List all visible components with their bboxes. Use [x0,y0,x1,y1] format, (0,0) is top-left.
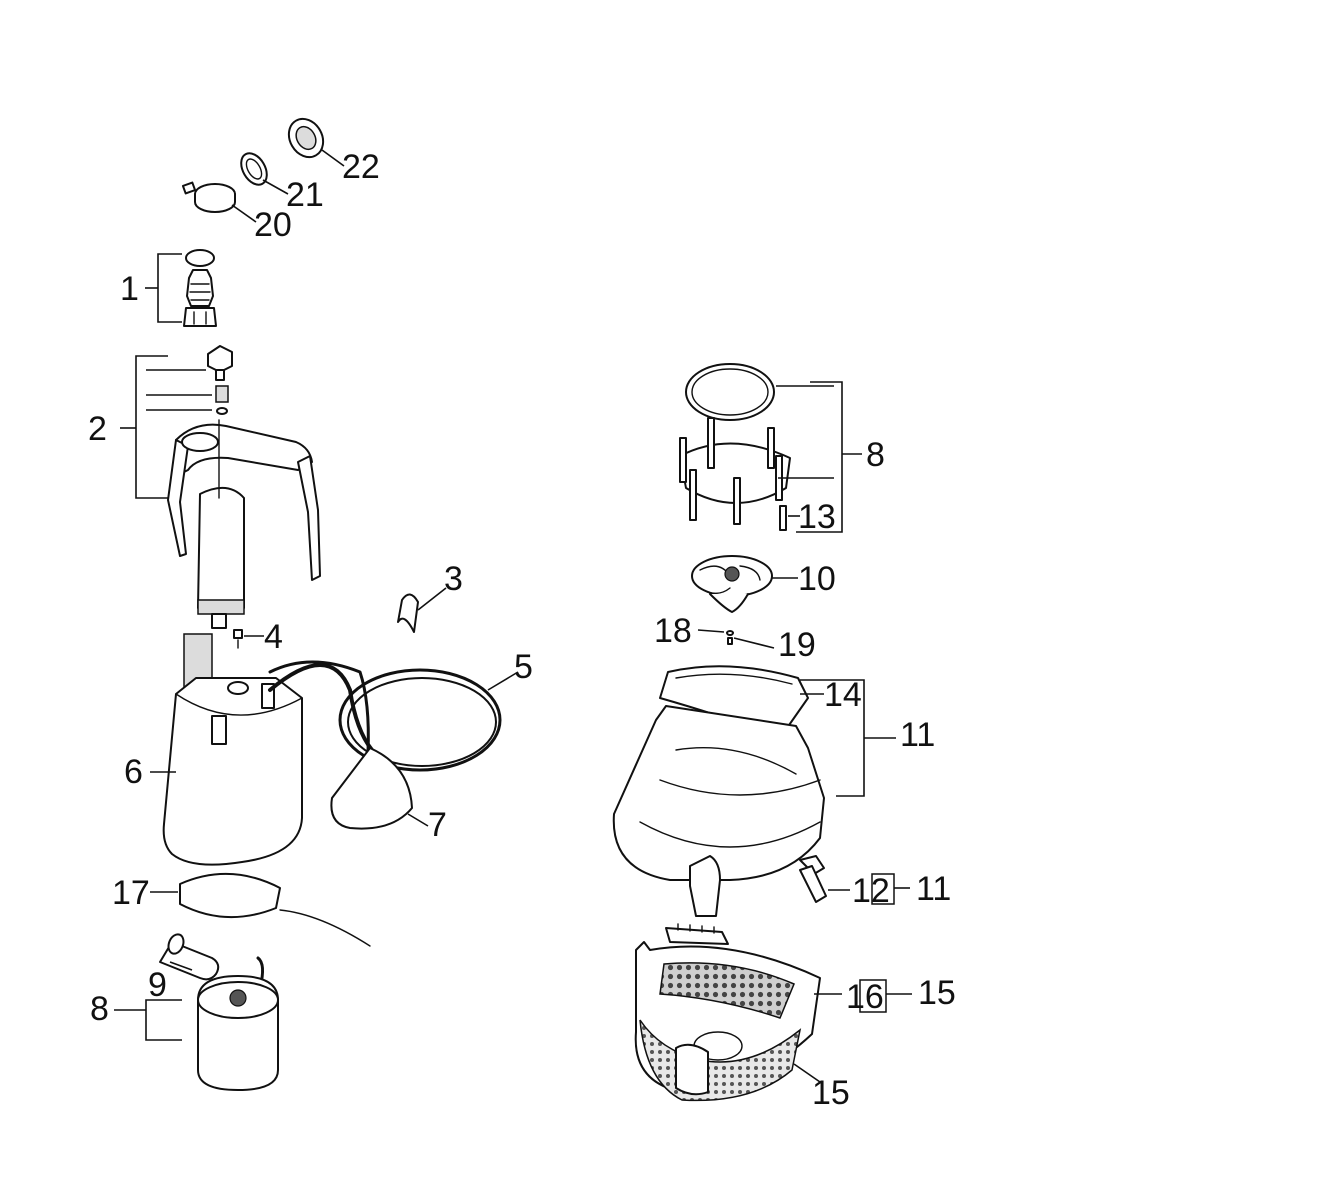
part-3-spring-clip [397,587,447,633]
callout-21: 21 [286,176,324,214]
part-21-seal-ring [240,152,289,195]
part-19-pin [727,637,775,649]
callout-5: 5 [514,648,533,686]
callout-15-bottom: 15 [812,1074,850,1112]
callout-11-bottom: 11 [916,870,951,908]
part-11-pump-housing [612,665,896,917]
callout-15-right: 15 [918,974,956,1012]
part-15-strainer-base [634,941,912,1102]
callout-8-left: 8 [90,990,109,1028]
callout-2: 2 [88,410,107,448]
part-20-hose-clamp [181,181,257,223]
part-17-seal-plate [150,872,371,947]
part-12-check-valve [799,865,910,905]
part-7-float-switch [268,663,429,830]
part-1-hose-connector [145,249,217,327]
callout-17: 17 [112,874,150,912]
part-8-motor-block [114,975,279,1091]
part-10-impeller [691,555,798,613]
callout-labels: 1 2 3 4 5 6 7 8 8 9 10 11 11 12 13 14 15… [88,148,956,1112]
callout-3: 3 [444,560,463,598]
part-18-washer [697,629,734,636]
callout-14: 14 [824,676,862,714]
callout-16: 16 [846,978,884,1016]
part-8-pump-cover [679,363,862,533]
part-2-handle-assembly [120,345,321,629]
callout-12: 12 [852,872,890,910]
callout-6: 6 [124,753,143,791]
callout-22: 22 [342,148,380,186]
part-16-clip [665,923,729,945]
callout-19: 19 [778,626,816,664]
callout-20: 20 [254,206,292,244]
part-6-motor-housing [150,633,303,866]
callout-4: 4 [264,618,283,656]
callout-13: 13 [798,498,836,536]
callout-10: 10 [798,560,836,598]
callout-8-right: 8 [866,436,885,474]
part-13-screw [779,505,800,531]
callout-9: 9 [148,966,167,1004]
callout-7: 7 [428,806,447,844]
part-9-capacitor [159,933,265,990]
callout-1: 1 [120,270,139,308]
part-4-screw [233,629,264,649]
callout-11-top: 11 [900,716,935,754]
callout-18: 18 [654,612,692,650]
part-22-union-nut [287,117,345,167]
part-5-power-cable [268,660,519,772]
